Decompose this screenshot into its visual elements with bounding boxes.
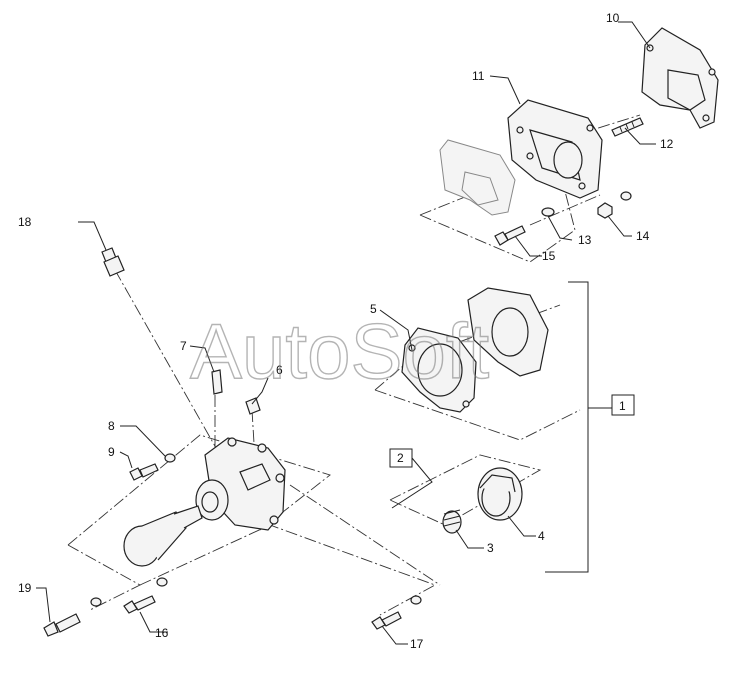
stud-12 — [611, 117, 644, 137]
callout-16: 16 — [155, 626, 169, 640]
plug-6 — [245, 397, 261, 415]
bracket-1 — [545, 281, 612, 573]
callout-9: 9 — [108, 445, 115, 459]
callout-11: 11 — [472, 69, 485, 83]
callout-10: 10 — [606, 11, 620, 25]
fitting-7 — [211, 369, 223, 395]
callout-8: 8 — [108, 419, 115, 433]
callout-17: 17 — [410, 637, 424, 651]
callout-12: 12 — [660, 137, 674, 151]
nut-14 — [597, 202, 613, 219]
callout-19: 19 — [18, 581, 32, 595]
impeller-4 — [477, 467, 523, 521]
ghost-gasket — [439, 139, 516, 216]
bolt-17 — [371, 611, 402, 630]
watermark-text: AutoSoft — [190, 307, 490, 395]
washer-19b — [90, 597, 102, 607]
bolt-9 — [129, 463, 159, 481]
callout-3: 3 — [487, 541, 494, 555]
leader-lines — [36, 21, 656, 645]
callout-6: 6 — [276, 363, 283, 377]
washer-16b — [156, 577, 168, 587]
callout-18: 18 — [18, 215, 32, 229]
pump-shaft — [123, 505, 203, 567]
leader-2 — [391, 457, 433, 509]
callout-7: 7 — [180, 339, 187, 353]
seal-3 — [442, 509, 462, 534]
gasket-5 — [401, 287, 549, 413]
housing-11 — [507, 99, 603, 199]
callout-4: 4 — [538, 529, 545, 543]
bolt-19 — [43, 613, 81, 637]
bolt-15 — [494, 225, 526, 246]
callout-15: 15 — [542, 249, 556, 263]
callout-5: 5 — [370, 302, 377, 316]
callout-14: 14 — [636, 229, 650, 243]
washer-13 — [541, 207, 555, 217]
gasket-10 — [641, 27, 719, 129]
bolt-16 — [123, 595, 156, 614]
callout-1: 1 — [619, 399, 626, 413]
callout-labels: 10 11 12 13 14 15 18 5 7 6 1 8 2 9 4 3 1… — [18, 11, 674, 651]
washer-8 — [164, 453, 176, 463]
washer-12b — [620, 191, 632, 201]
callout-2: 2 — [397, 451, 404, 465]
washer-17b — [410, 595, 422, 605]
callout-box-1 — [611, 394, 635, 416]
callout-13: 13 — [578, 233, 592, 247]
fitting-18 — [101, 247, 125, 277]
water-pump-body — [195, 437, 286, 531]
